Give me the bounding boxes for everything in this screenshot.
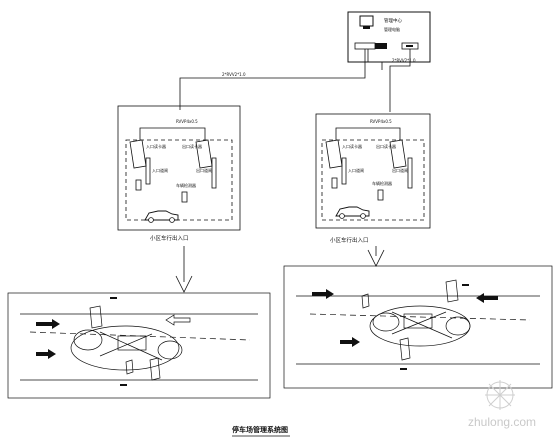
right-plan-barrier-2 <box>391 311 447 335</box>
right-unit-caption: 小区车行出入口 <box>330 236 369 244</box>
right-bus-cable <box>335 127 401 140</box>
right-loop-detector-b <box>445 316 471 336</box>
right-loop-detector-a <box>372 312 400 332</box>
left-bus-cable <box>139 127 206 140</box>
left-unit-frame <box>117 105 241 231</box>
controller-device-1 <box>354 42 376 50</box>
left-in-reader-label: 入口读卡器 <box>146 143 166 149</box>
left-unit: RVVP4x0.5 入口读卡器 出口读卡器 入口道闸 出口道闸 车辆检测器 小区… <box>117 105 241 293</box>
left-plan-barrier-2 <box>99 333 153 357</box>
control-center: 管理中心 管理电脑 <box>347 11 431 63</box>
right-plan-tag-1 <box>462 284 469 286</box>
right-out-reader-label: 出口读卡器 <box>376 143 396 149</box>
left-out-reader-label: 出口读卡器 <box>182 143 202 149</box>
right-in-reader-icon <box>325 139 343 169</box>
right-in-gate-label: 入口道闸 <box>348 167 364 173</box>
left-main-cable-label: 2*RVV2*1.0 <box>222 72 246 77</box>
pc-label: 管理电脑 <box>384 26 400 32</box>
cables <box>179 49 411 112</box>
control-center-box <box>347 11 431 63</box>
left-detector-label: 车辆检测器 <box>176 182 196 188</box>
right-detector-label: 车辆检测器 <box>372 180 392 186</box>
left-plan-booth <box>117 335 147 351</box>
right-unit-dashed-area <box>321 139 425 221</box>
left-plan-reader-2 <box>149 357 161 381</box>
right-bus-label: RVVP4x0.5 <box>370 119 392 124</box>
left-in-reader-icon <box>129 139 147 169</box>
left-plan-tag-1 <box>110 297 117 299</box>
left-plan-loop <box>70 325 180 371</box>
right-direction-arrow-3 <box>340 337 360 347</box>
left-unit-caption: 小区车行出入口 <box>150 234 189 242</box>
right-plan-barrier-1 <box>391 311 453 339</box>
left-in-gate-icon <box>145 157 151 185</box>
watermark: zhulong.com <box>468 380 536 429</box>
right-direction-arrow-2 <box>476 293 498 303</box>
left-detector-1-icon <box>135 179 142 191</box>
right-plan-reader-1 <box>445 279 459 303</box>
controller-device-2 <box>375 43 387 49</box>
right-main-cable-label: 2*RVV2*1.0 <box>392 58 416 63</box>
controller-device-3-fill <box>406 45 413 47</box>
left-car-icon <box>144 210 179 223</box>
right-detector-1-icon <box>331 177 338 189</box>
left-loop-detector-b <box>157 340 183 360</box>
left-plan-reader-1 <box>89 305 103 329</box>
left-out-gate-label: 出口道闸 <box>196 167 212 173</box>
monitor-icon <box>359 15 374 27</box>
right-in-reader-label: 入口读卡器 <box>342 143 362 149</box>
right-plan-frame <box>283 265 553 389</box>
left-plan-barrier-1 <box>99 331 163 361</box>
right-detector-2-icon <box>377 189 384 201</box>
left-loop-detector-a <box>73 329 103 351</box>
right-main-cable <box>389 49 411 112</box>
left-arrow-head <box>175 275 193 293</box>
left-out-gate-icon <box>211 157 217 189</box>
left-plan-frame <box>7 292 271 399</box>
right-out-gate-icon <box>407 157 413 189</box>
right-out-gate-label: 出口道闸 <box>392 167 408 173</box>
left-plan-view <box>7 292 271 399</box>
right-plan-tag-2 <box>400 368 407 370</box>
monitor-stand-icon <box>363 26 370 29</box>
right-direction-arrow-1 <box>312 289 334 299</box>
right-plan-view <box>283 265 553 389</box>
left-plan-post <box>125 359 134 375</box>
link-cable <box>367 49 383 70</box>
left-unit-dashed-area <box>125 139 233 221</box>
left-in-gate-label: 入口道闸 <box>152 167 168 173</box>
right-unit: RVVP4x0.5 入口读卡器 出口读卡器 入口道闸 出口道闸 车辆检测器 小区… <box>315 113 431 267</box>
left-detector-2-icon <box>181 191 188 203</box>
watermark-text: zhulong.com <box>468 415 536 429</box>
right-plan-loop <box>369 305 471 347</box>
right-plan-post <box>361 293 370 309</box>
left-direction-arrow-2 <box>165 314 191 326</box>
left-bus-label: RVVP4x0.5 <box>176 119 198 124</box>
right-plan-booth <box>403 313 433 329</box>
left-plan-tag-2 <box>120 384 127 386</box>
control-center-label: 管理中心 <box>384 17 402 24</box>
footer-title: 停车场管理系统图 <box>232 425 288 434</box>
right-in-gate-icon <box>341 157 347 185</box>
right-plan-reader-2 <box>399 337 411 361</box>
left-main-cable <box>179 49 366 110</box>
right-car-icon <box>335 206 370 219</box>
right-unit-frame <box>315 113 431 229</box>
right-road-center <box>309 313 531 321</box>
left-direction-arrow-3 <box>36 349 56 359</box>
left-direction-arrow-1 <box>36 319 60 329</box>
watermark-logo-icon <box>485 380 515 410</box>
right-out-reader-icon <box>389 139 407 169</box>
